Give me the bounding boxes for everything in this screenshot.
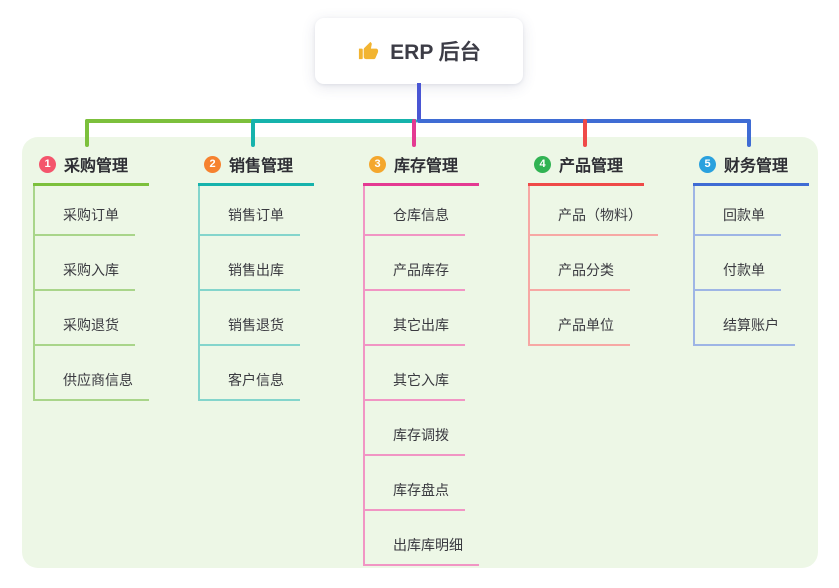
branch-inventory-children: 仓库信息 产品库存 其它出库 其它入库 库存调拨 库存盘点 出库库明细 — [363, 186, 479, 566]
connector-root-vertical — [417, 83, 421, 121]
branch-number-badge: 1 — [39, 155, 56, 173]
branch-label: 产品管理 — [559, 158, 624, 175]
branch-product-children: 产品（物料） 产品分类 产品单位 — [528, 186, 658, 346]
branch-purchase-children: 采购订单 采购入库 采购退货 供应商信息 — [33, 186, 149, 401]
child-node[interactable]: 结算账户 — [695, 291, 795, 346]
branch-finance-header[interactable]: 5 财务管理 — [693, 148, 809, 186]
branch-purchase: 1 采购管理 采购订单 采购入库 采购退货 供应商信息 — [33, 148, 149, 401]
child-node[interactable]: 其它入库 — [365, 346, 465, 401]
branch-sales: 2 销售管理 销售订单 销售出库 销售退货 客户信息 — [198, 148, 314, 401]
branches-panel — [22, 137, 818, 568]
child-node[interactable]: 产品库存 — [365, 236, 465, 291]
child-node[interactable]: 供应商信息 — [35, 346, 149, 401]
branch-sales-children: 销售订单 销售出库 销售退货 客户信息 — [198, 186, 314, 401]
branch-finance-children: 回款单 付款单 结算账户 — [693, 186, 809, 346]
connector-drop-finance — [747, 119, 751, 147]
child-node[interactable]: 采购退货 — [35, 291, 135, 346]
branch-number-badge: 4 — [534, 155, 551, 173]
thumbs-up-icon — [357, 40, 380, 63]
child-node[interactable]: 付款单 — [695, 236, 781, 291]
connector-drop-purchase — [85, 119, 89, 147]
branch-number-badge: 3 — [369, 155, 386, 173]
connector-drop-sales — [251, 119, 255, 147]
child-node[interactable]: 销售订单 — [200, 186, 300, 236]
child-node[interactable]: 出库库明细 — [365, 511, 479, 566]
child-node[interactable]: 库存调拨 — [365, 401, 465, 456]
branch-number-badge: 5 — [699, 155, 716, 173]
connector-drop-product — [583, 119, 587, 147]
branch-number-badge: 2 — [204, 155, 221, 173]
child-node[interactable]: 销售退货 — [200, 291, 300, 346]
branch-label: 库存管理 — [394, 158, 459, 175]
child-node[interactable]: 回款单 — [695, 186, 781, 236]
child-node[interactable]: 产品分类 — [530, 236, 630, 291]
branch-inventory-header[interactable]: 3 库存管理 — [363, 148, 479, 186]
child-node[interactable]: 产品（物料） — [530, 186, 658, 236]
branch-purchase-header[interactable]: 1 采购管理 — [33, 148, 149, 186]
child-node[interactable]: 采购订单 — [35, 186, 135, 236]
connector-bus-teal — [251, 119, 417, 123]
child-node[interactable]: 产品单位 — [530, 291, 630, 346]
branch-sales-header[interactable]: 2 销售管理 — [198, 148, 314, 186]
branch-label: 销售管理 — [229, 158, 294, 175]
branch-finance: 5 财务管理 回款单 付款单 结算账户 — [693, 148, 809, 346]
branch-product: 4 产品管理 产品（物料） 产品分类 产品单位 — [528, 148, 658, 346]
connector-bus-green — [85, 119, 253, 123]
child-node[interactable]: 其它出库 — [365, 291, 465, 346]
branch-label: 采购管理 — [64, 158, 129, 175]
root-node-erp[interactable]: ERP 后台 — [315, 18, 523, 84]
root-node-label: ERP 后台 — [390, 41, 481, 64]
child-node[interactable]: 采购入库 — [35, 236, 135, 291]
branch-inventory: 3 库存管理 仓库信息 产品库存 其它出库 其它入库 库存调拨 库存盘点 出库库… — [363, 148, 479, 566]
child-node[interactable]: 仓库信息 — [365, 186, 465, 236]
connector-drop-inventory — [412, 119, 416, 147]
branch-label: 财务管理 — [724, 158, 789, 175]
branch-product-header[interactable]: 4 产品管理 — [528, 148, 644, 186]
child-node[interactable]: 库存盘点 — [365, 456, 465, 511]
child-node[interactable]: 客户信息 — [200, 346, 300, 401]
child-node[interactable]: 销售出库 — [200, 236, 300, 291]
